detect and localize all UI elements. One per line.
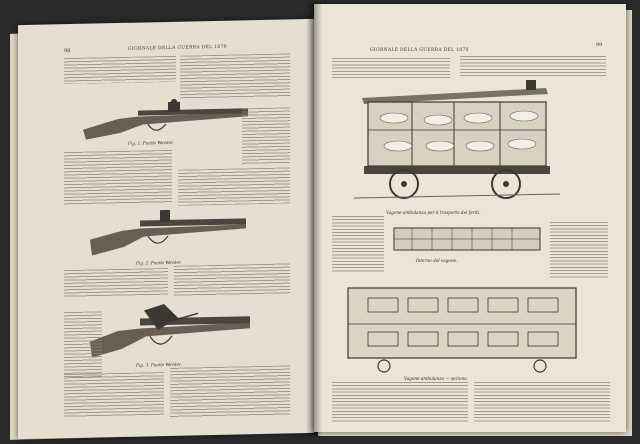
text-block (550, 222, 608, 278)
rifle-1-caption: Fig. 1. Fucile Werder. (128, 139, 174, 146)
text-block (64, 55, 176, 85)
left-page-header: GIORNALE DELLA GUERRA DEL 1870 (128, 44, 227, 52)
rifle-figure-3 (90, 304, 250, 358)
rifle-2-caption: Fig. 2. Fucile Werder. (136, 259, 182, 266)
text-block (332, 382, 468, 422)
wagon-interior-figure (393, 227, 541, 251)
text-block (474, 382, 610, 422)
rifle-3-caption: Fig. 3. Fucile Werder. (136, 361, 182, 368)
right-page: GIORNALE DELLA GUERRA DEL 1870 99 Vagone… (314, 4, 626, 432)
rifle-figure-1 (83, 98, 248, 140)
ambulance-wagon-figure (354, 80, 560, 199)
text-block (64, 311, 102, 379)
text-block (332, 58, 450, 78)
interior-caption: Interno del vagone. (416, 258, 458, 263)
section-caption: Vagone-ambulanza — sezione. (404, 376, 469, 381)
text-block (64, 149, 172, 207)
text-block (460, 56, 606, 78)
right-page-number: 99 (596, 42, 603, 48)
left-page-number: 98 (64, 48, 71, 55)
wagon-caption: Vagone-ambulanza per il trasporto dei fe… (386, 210, 481, 215)
right-page-header: GIORNALE DELLA GUERRA DEL 1870 (370, 48, 469, 53)
text-block (170, 365, 290, 418)
text-block (174, 263, 290, 296)
text-block (242, 107, 290, 165)
text-block (332, 216, 384, 272)
left-page: 98 GIORNALE DELLA GUERRA DEL 1870 Fig. 1… (18, 18, 314, 440)
book-gutter (306, 4, 322, 436)
rifle-figure-2 (90, 209, 246, 256)
text-block (64, 267, 168, 299)
text-block (64, 372, 164, 419)
wagon-section-figure (347, 287, 577, 373)
